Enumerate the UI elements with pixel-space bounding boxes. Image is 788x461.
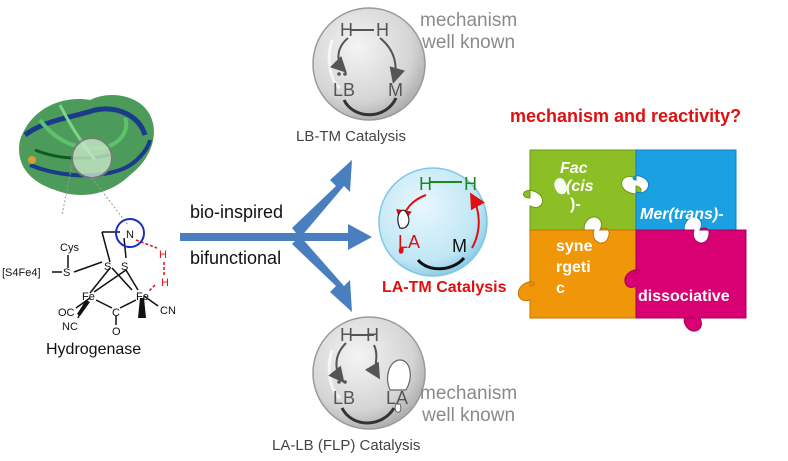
puzzle-question: mechanism and reactivity? [510, 106, 742, 126]
bottom-panel-title: LA-LB (FLP) Catalysis [272, 437, 421, 454]
bottom-h1: H [340, 325, 353, 345]
green-line2: (cis [566, 178, 594, 195]
hydrogenase-active-site-structure [52, 218, 165, 325]
bottom-note-line1: mechanism [420, 383, 518, 404]
hydrogenase-atom-labels: Cys [S4Fe4] S S S N H H Fe Fe C O OC NC … [2, 229, 176, 338]
oc-label: OC [58, 307, 75, 319]
green-line1: Fac [560, 160, 588, 177]
n-label: N [126, 229, 134, 241]
orange-line2: rgeti [556, 259, 591, 276]
fe2-label: Fe [136, 291, 149, 303]
bottom-mechanism-note: mechanism well known [420, 383, 517, 427]
cys-label: Cys [60, 242, 79, 254]
nc-label: NC [62, 321, 78, 333]
puzzle-label-orange: syne rgeti c [556, 236, 592, 299]
active-site-circle [71, 137, 113, 179]
puzzle-label-green: Fac (cis )- [560, 160, 594, 214]
s1-label: S [63, 267, 70, 279]
arrow-up [292, 160, 352, 238]
la-lb-bubble [312, 316, 426, 430]
mid-la: LA [398, 232, 420, 252]
puzzle-piece-magenta [624, 227, 747, 332]
bottom-lb: LB [333, 388, 355, 408]
top-mechanism-note: mechanism well known [420, 10, 517, 54]
puzzle-label-magenta: dissociative [638, 288, 730, 305]
green-line3: )- [570, 196, 581, 213]
top-m: M [388, 80, 403, 100]
top-panel-title: LB-TM Catalysis [296, 128, 407, 145]
protein-structure [19, 95, 154, 226]
top-note-line1: mechanism [420, 10, 518, 31]
s2-label: S [104, 261, 111, 273]
arrow-down [292, 236, 352, 312]
la-tm-bubble [378, 167, 488, 277]
o-label: O [112, 326, 121, 338]
h1-label: H [159, 249, 167, 261]
middle-panel-title: LA-TM Catalysis [382, 279, 507, 296]
branching-arrows [180, 160, 372, 312]
mid-m: M [452, 236, 467, 256]
top-lb: LB [333, 80, 355, 100]
bifunctional-label: bifunctional [190, 248, 282, 268]
top-h2: H [376, 20, 389, 40]
s3-label: S [121, 261, 128, 273]
h2-label: H [161, 277, 169, 289]
top-note-line2: well known [422, 32, 516, 53]
mid-h2: H [464, 174, 477, 194]
bio-inspired-label: bio-inspired [190, 202, 284, 222]
bottom-la: LA [386, 388, 408, 408]
lb-tm-bubble [312, 7, 426, 121]
orange-line1: syne [556, 238, 593, 255]
cn-label: CN [160, 305, 176, 317]
arrow-right [298, 224, 372, 250]
bottom-note-line2: well known [422, 405, 516, 426]
top-h1: H [340, 20, 353, 40]
puzzle-label-blue: Mer(trans)- [640, 206, 724, 223]
c-label: C [112, 307, 120, 319]
puzzle-group [517, 149, 747, 332]
fe1-label: Fe [82, 291, 95, 303]
bottom-h2: H [366, 325, 379, 345]
cluster-label: [S4Fe4] [2, 267, 41, 279]
puzzle-piece-green [522, 149, 642, 234]
mid-h1: H [419, 174, 432, 194]
arrow-stem [180, 233, 300, 241]
hydrogenase-caption: Hydrogenase [46, 341, 142, 358]
orange-line3: c [556, 280, 565, 297]
